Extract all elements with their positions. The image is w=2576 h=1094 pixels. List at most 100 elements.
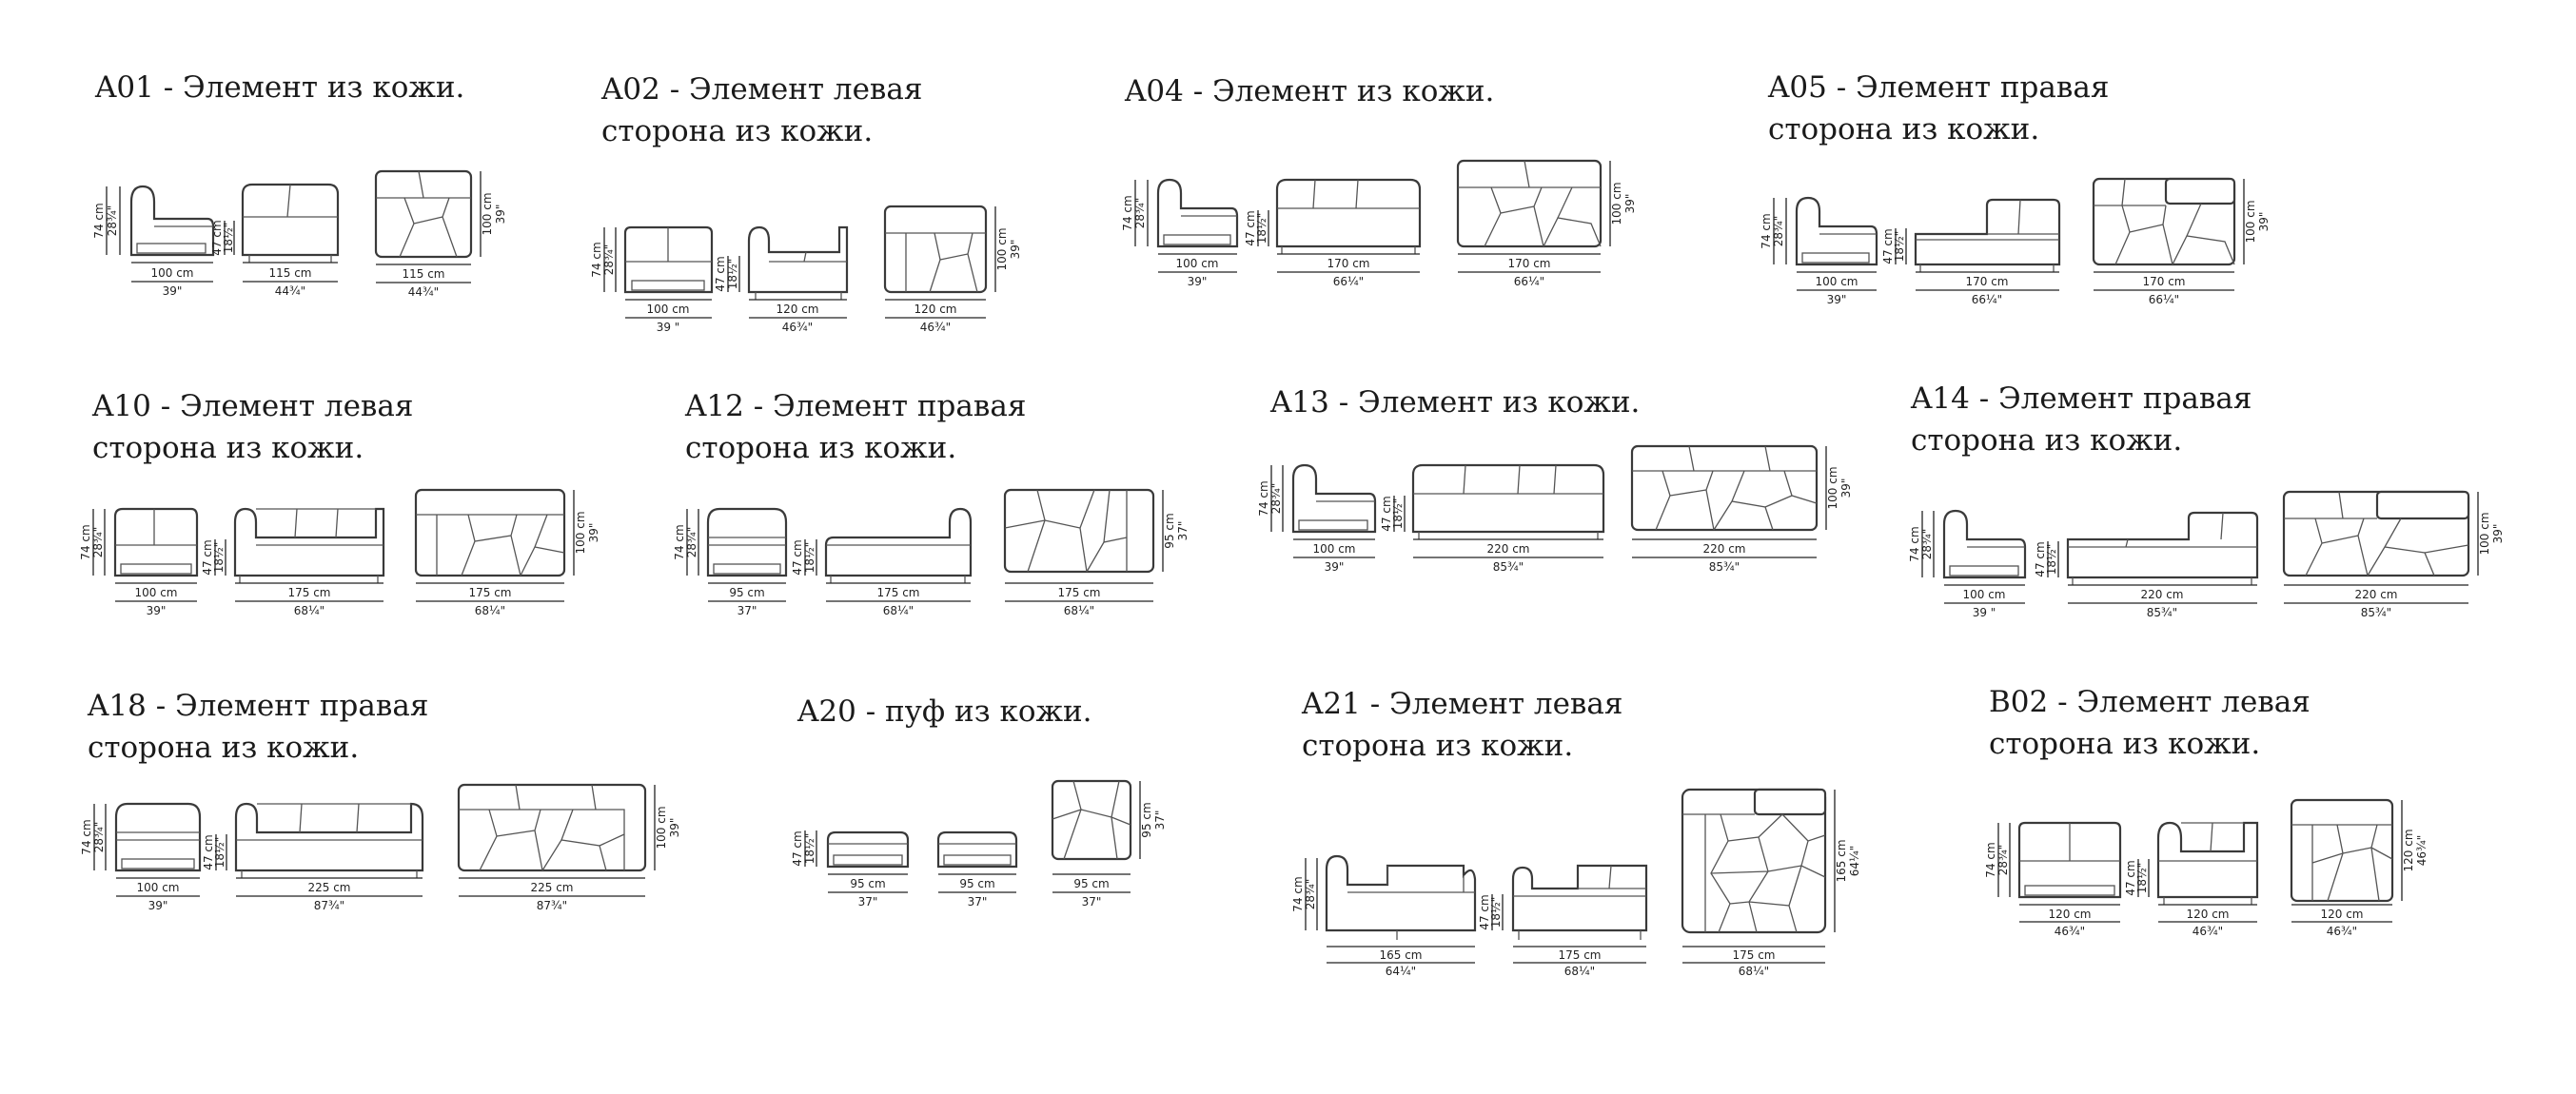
front-view: 47 cm 18½" 120 cm 46¾" [2124, 821, 2259, 938]
front-height: 47 cm [210, 220, 224, 255]
item-drawings: 74 cm 28¾" 100 cm 39 " 47 cm 18½" 220 cm… [1908, 490, 2505, 619]
front-width-in: 37" [968, 895, 988, 908]
front-width: 170 cm [1327, 257, 1369, 270]
front-height: 47 cm [2124, 860, 2137, 895]
side-width-in: 39" [1188, 275, 1208, 288]
item-drawings: 74 cm 28¾" 100 cm 39" 47 cm 18½" 170 cm … [1760, 177, 2271, 306]
plan-view: 95 cm 37" 175 cm 68¼" [1003, 488, 1190, 617]
item-a02: A02 - Элемент левая сторона из кожи. 74 … [590, 68, 1039, 344]
plan-width: 170 cm [2142, 275, 2185, 288]
plan-width-in: 85¾" [1709, 560, 1740, 574]
side-view: 74 cm 28¾" 95 cm 37" [673, 507, 788, 617]
item-title: A10 - Элемент левая сторона из кожи. [92, 385, 413, 469]
plan-view: 100 cm 39" 120 cm 46¾" [883, 205, 1022, 334]
side-width: 100 cm [136, 881, 179, 894]
plan-width-in: 68¼" [475, 604, 505, 617]
item-a13: A13 - Элемент из кожи. 74 cm 28¾" 100 cm… [1257, 381, 1879, 610]
front-height-in: 18½" [212, 542, 226, 573]
plan-depth-in: 39" [1839, 479, 1853, 498]
side-view: 74 cm 28¾" 100 cm 39" [1760, 196, 1878, 306]
side-height: 74 cm [1257, 480, 1270, 516]
side-width-in: 39" [147, 604, 167, 617]
side-width: 100 cm [1312, 542, 1355, 556]
side-view: 74 cm 28¾" 100 cm 39" [1121, 178, 1239, 288]
front-height-in: 18½" [2045, 544, 2058, 575]
item-title: A21 - Элемент левая сторона из кожи. [1302, 683, 1622, 767]
item-title: A14 - Элемент правая сторона из кожи. [1911, 378, 2252, 461]
side-width-in: 39" [163, 284, 183, 298]
side-height-in: 28¾" [92, 822, 106, 852]
side-width: 95 cm [729, 586, 764, 599]
side-height-in: 28¾" [1920, 529, 1934, 559]
side-width-in: 64¼" [1386, 965, 1416, 978]
front-width: 175 cm [876, 586, 919, 599]
plan-depth: 100 cm [574, 511, 587, 554]
plan-view: 165 cm 64¼" 175 cm 68¼" [1681, 788, 1861, 978]
plan-width-in: 68¼" [1064, 604, 1094, 617]
front-width: 225 cm [307, 881, 350, 894]
side-view: 74 cm 28¾" 100 cm 39" [80, 802, 202, 912]
side-view: 74 cm 28¾" 100 cm 39" [92, 185, 215, 298]
item-title: B02 - Элемент левая сторона из кожи. [1989, 681, 2311, 765]
side-width: 100 cm [646, 303, 689, 316]
plan-view: 100 cm 39" 170 cm 66¼" [1456, 159, 1637, 288]
plan-view: 120 cm 46¾" 120 cm 46¾" [2290, 798, 2429, 938]
front-view: 47 cm 18½" 220 cm 85¾" [2034, 511, 2259, 619]
item-drawings: 74 cm 28¾" 100 cm 39" 47 cm 18½" 175 cm … [79, 488, 600, 617]
side-height-in: 28¾" [1269, 483, 1283, 514]
side-height: 74 cm [1908, 526, 1921, 561]
side-height-in: 28¾" [91, 527, 105, 557]
plan-depth-in: 39" [1009, 240, 1022, 260]
side-width-in: 39 " [1973, 606, 1996, 619]
side-view: 74 cm 28¾" 100 cm 39" [1257, 463, 1377, 574]
front-view: 47 cm 18½" 170 cm 66¼" [1244, 178, 1422, 288]
plan-depth-in: 64¼" [1848, 846, 1861, 876]
side-height-in: 28¾" [1996, 845, 2010, 875]
plan-depth: 100 cm [2478, 512, 2491, 555]
side-height: 74 cm [673, 524, 686, 559]
plan-depth: 100 cm [995, 227, 1009, 270]
item-title: A05 - Элемент правая сторона из кожи. [1768, 67, 2109, 150]
plan-depth: 165 cm [1835, 839, 1848, 882]
front-view: 47 cm 18½" 220 cm 85¾" [1380, 463, 1605, 574]
plan-width: 175 cm [468, 586, 511, 599]
plan-depth: 100 cm [655, 806, 668, 849]
item-title: A18 - Элемент правая сторона из кожи. [88, 685, 428, 769]
front-height-in: 18½" [726, 259, 739, 289]
front-height: 47 cm [1478, 894, 1491, 929]
side-height: 47 cm [791, 830, 804, 866]
title-line: A20 - пуф из кожи. [797, 694, 1092, 729]
front-width-in: 46¾" [2193, 925, 2223, 938]
side-width-in: 37" [858, 895, 878, 908]
plan-depth: 95 cm [1140, 802, 1153, 837]
side-width: 100 cm [134, 586, 177, 599]
plan-depth-in: 39" [668, 818, 681, 838]
plan-width: 175 cm [1732, 948, 1775, 962]
item-title: A12 - Элемент правая сторона из кожи. [685, 385, 1026, 469]
item-a12: A12 - Элемент правая сторона из кожи. 74… [673, 385, 1218, 617]
side-width: 100 cm [1815, 275, 1858, 288]
item-b02: B02 - Элемент левая сторона из кожи. 74 … [1984, 681, 2465, 947]
side-height: 74 cm [80, 819, 93, 854]
side-width: 100 cm [1175, 257, 1218, 270]
side-width-in: 46¾" [2055, 925, 2085, 938]
item-drawings: 74 cm 28¾" 100 cm 39" 47 cm 18½" 225 cm … [80, 783, 681, 912]
front-view: 47 cm 18½" 225 cm 87¾" [202, 802, 424, 912]
plan-depth: 100 cm [481, 192, 494, 235]
title-line: A02 - Элемент левая [601, 72, 923, 107]
item-a20: A20 - пуф из кожи. 47 cm 18½" 95 cm 37" … [791, 691, 1197, 919]
side-view: 74 cm 28¾" 100 cm 39 " [1908, 509, 2027, 619]
item-title: A01 - Элемент из кожи. [95, 67, 464, 108]
front-height: 47 cm [1881, 228, 1895, 264]
plan-view: 100 cm 39" 115 cm 44¾" [374, 169, 507, 299]
front-view: 47 cm 18½" 175 cm 68¼" [201, 507, 385, 617]
front-view: 95 cm 37" [936, 830, 1018, 908]
front-width-in: 87¾" [314, 899, 344, 912]
side-view: 74 cm 28¾" 120 cm 46¾" [1984, 821, 2122, 938]
item-title: A04 - Элемент из кожи. [1125, 70, 1494, 112]
front-view: 47 cm 18½" 175 cm 68¼" [791, 507, 973, 617]
item-a18: A18 - Элемент правая сторона из кожи. 74… [80, 685, 716, 932]
plan-width: 220 cm [2354, 588, 2397, 601]
plan-depth-in: 39" [2257, 212, 2271, 232]
item-a21: A21 - Элемент левая сторона из кожи. 74 … [1291, 683, 1892, 978]
